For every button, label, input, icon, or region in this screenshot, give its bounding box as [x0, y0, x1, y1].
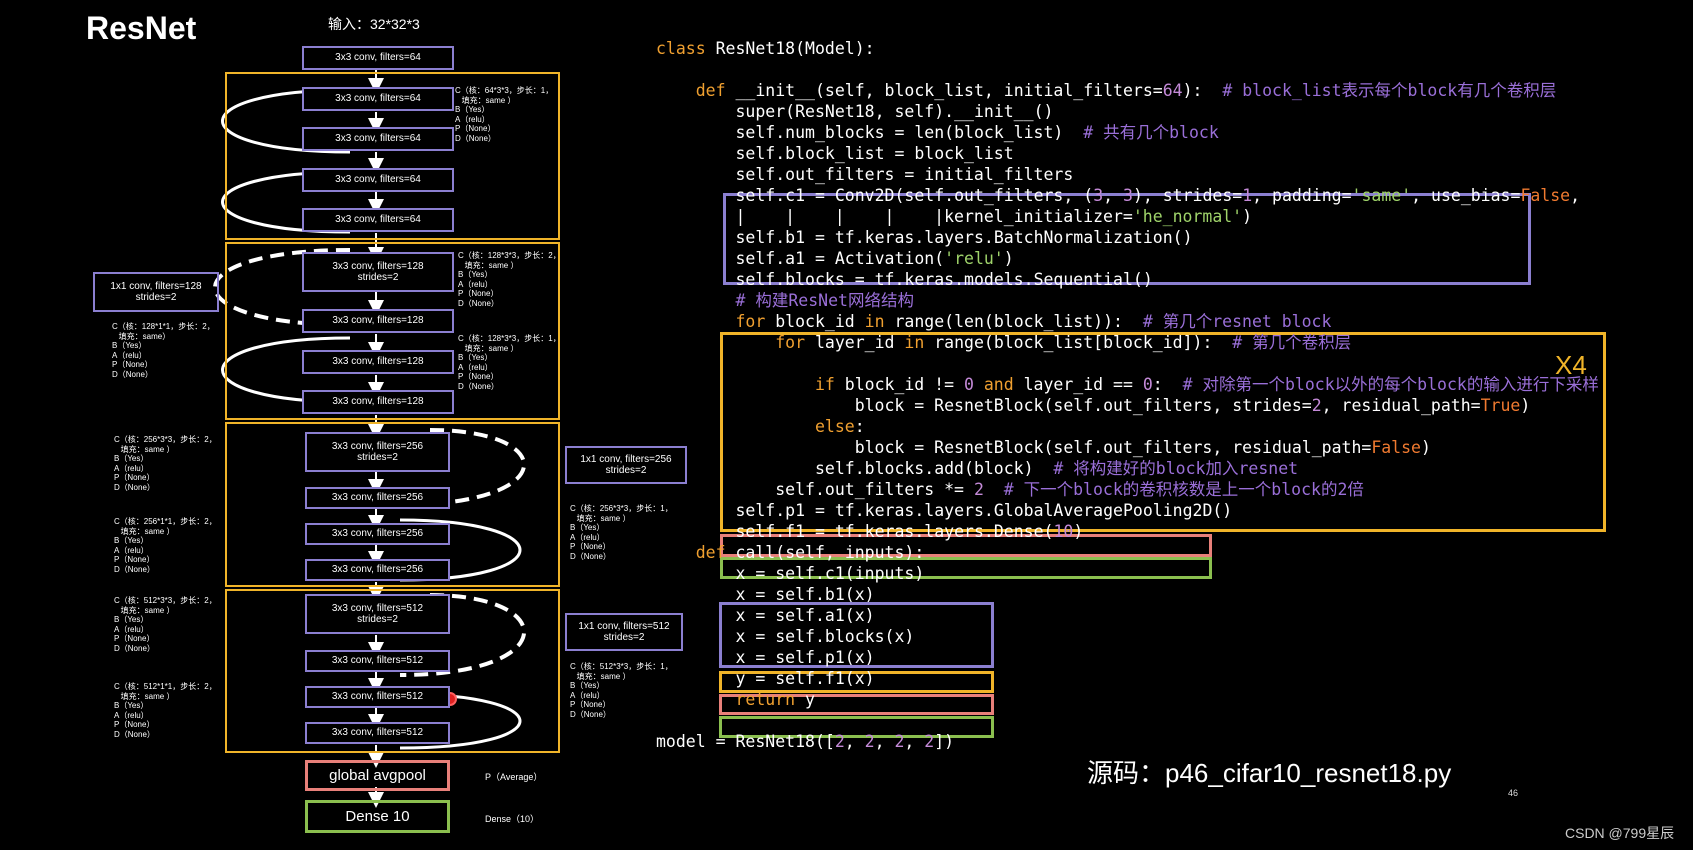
conv-layer: 3x3 conv, filters=512 strides=2 [305, 594, 450, 634]
conv-layer: 3x3 conv, filters=64 [302, 87, 454, 111]
stage-128 [225, 242, 560, 420]
code-line: model = ResNet18([2, 2, 2, 2]) [656, 732, 955, 751]
highlight-dense [720, 557, 1212, 579]
code-line: return y [735, 690, 815, 709]
watermark: CSDN @799星辰 [1565, 825, 1675, 841]
conv-layer: 3x3 conv, filters=512 [305, 650, 450, 672]
conv-layer: 3x3 conv, filters=128 [302, 350, 454, 374]
source-file-label: 源码：p46_cifar10_resnet18.py [1087, 758, 1452, 788]
code-line: # 构建ResNet网络结构 [735, 291, 914, 310]
stage-512 [225, 589, 560, 753]
code-line: self.block_list = block_list [735, 144, 1014, 163]
highlight-call-dense [719, 716, 994, 738]
code-line: x = self.blocks(x) [735, 627, 915, 646]
code-line: self.blocks.add(block) # 将构建好的block加入res… [814, 459, 1299, 478]
dense-note: Dense（10） [485, 814, 540, 824]
conv-layer: 3x3 conv, filters=256 [305, 559, 450, 581]
code-line: super(ResNet18, self).__init__() [735, 102, 1054, 121]
code-line: else: [814, 417, 865, 436]
code-line: self.b1 = tf.keras.layers.BatchNormaliza… [735, 228, 1193, 247]
conv-layer: 3x3 conv, filters=64 [302, 168, 454, 192]
code-line: x = self.b1(x) [735, 585, 875, 604]
code-line: def call(self, inputs): [695, 543, 925, 562]
global-avgpool-layer: global avgpool [305, 760, 450, 791]
shortcut-conv-512: 1x1 conv, filters=512 strides=2 [565, 613, 683, 651]
conv-layer: 3x3 conv, filters=64 [302, 127, 454, 151]
code-line: self.num_blocks = len(block_list) # 共有几个… [735, 123, 1219, 142]
code-line: x = self.c1(inputs) [735, 564, 925, 583]
input-label: 输入：32*32*3 [328, 16, 420, 32]
code-line: self.out_filters = initial_filters [735, 165, 1074, 184]
layer-note: C（核：128*1*1，步长：2， 填充：same） B（Yes） A（relu… [112, 322, 215, 379]
layer-note: C（核：512*3*3，步长：2， 填充：same ） B（Yes） A（rel… [114, 596, 217, 653]
layer-note: C（核：128*3*3，步长：2， 填充：same ） B（Yes） A（rel… [458, 251, 561, 308]
shortcut-conv-128: 1x1 conv, filters=128 strides=2 [93, 272, 219, 312]
highlight-init-conv [723, 193, 1531, 285]
code-line [656, 59, 1599, 80]
conv-layer: 3x3 conv, filters=128 [302, 390, 454, 414]
conv-layer: 3x3 conv, filters=64 [302, 46, 454, 70]
code-line: self.f1 = tf.keras.layers.Dense(10) [735, 522, 1084, 541]
code-line: block = ResnetBlock(self.out_filters, re… [854, 438, 1431, 457]
repeat-label: X4 [1555, 350, 1587, 380]
conv-layer: 3x3 conv, filters=128 [302, 309, 454, 333]
page-number: 46 [1508, 788, 1519, 798]
code-line: self.out_filters *= 2 # 下一个block的卷积核数是上一… [775, 480, 1364, 499]
stage-256 [225, 422, 560, 587]
conv-layer: 3x3 conv, filters=64 [302, 208, 454, 232]
layer-note: C（核：512*3*3，步长：1， 填充：same ） B（Yes） A（rel… [570, 662, 673, 719]
layer-note: C（核：128*3*3，步长：1， 填充：same ） B（Yes） A（rel… [458, 334, 561, 391]
conv-layer: 3x3 conv, filters=512 [305, 686, 450, 708]
highlight-call-conv [719, 602, 994, 668]
code-line: for block_id in range(len(block_list)): … [735, 312, 1332, 331]
highlight-blocks-loop [720, 332, 1606, 532]
code-line: if block_id != 0 and layer_id == 0: # 对除… [814, 375, 1599, 394]
conv-layer: 3x3 conv, filters=128 strides=2 [302, 252, 454, 292]
code-line: for layer_id in range(block_list[block_i… [775, 333, 1352, 352]
layer-note: C（核：256*3*3，步长：2， 填充：same ） B（Yes） A（rel… [114, 435, 217, 492]
pool-note: P（Average） [485, 772, 543, 782]
code-line: y = self.f1(x) [735, 669, 875, 688]
skip-connection [221, 88, 351, 154]
layer-note: C（核：512*1*1，步长：2， 填充：same ） B（Yes） A（rel… [114, 682, 217, 739]
code-line: x = self.p1(x) [735, 648, 875, 667]
conv-layer: 3x3 conv, filters=256 [305, 487, 450, 509]
code-line: self.blocks = tf.keras.models.Sequential… [735, 270, 1153, 289]
highlight-pool [720, 534, 1212, 557]
dense-layer: Dense 10 [305, 800, 450, 833]
code-line [656, 710, 1599, 731]
highlight-call-pool [719, 694, 994, 715]
slide-title: ResNet [86, 10, 197, 46]
conv-layer: 3x3 conv, filters=512 [305, 722, 450, 744]
code-line: self.p1 = tf.keras.layers.GlobalAverageP… [735, 501, 1233, 520]
code-line: x = self.a1(x) [735, 606, 875, 625]
code-line: class ResNet18(Model): [656, 39, 875, 58]
layer-note: C（核：256*3*3，步长：1， 填充：same ） B（Yes） A（rel… [570, 504, 673, 561]
code-line: self.c1 = Conv2D(self.out_filters, (3, 3… [735, 186, 1581, 205]
conv-layer: 3x3 conv, filters=256 [305, 523, 450, 545]
layer-note: C（核：256*1*1，步长：2， 填充：same ） B（Yes） A（rel… [114, 517, 217, 574]
code-line: | | | | |kernel_initializer='he_normal') [656, 207, 1253, 226]
code-line [656, 353, 1599, 374]
shortcut-conv-256: 1x1 conv, filters=256 strides=2 [565, 446, 687, 484]
code-block: class ResNet18(Model): def __init__(self… [656, 38, 1599, 752]
code-line: self.a1 = Activation('relu') [735, 249, 1014, 268]
code-line: def __init__(self, block_list, initial_f… [695, 81, 1557, 100]
stage-64 [225, 72, 560, 240]
code-line: block = ResnetBlock(self.out_filters, st… [854, 396, 1531, 415]
layer-note: C（核：64*3*3，步长：1， 填充：same ） B（Yes） A（relu… [455, 86, 554, 143]
highlight-call-blocks [719, 671, 994, 693]
conv-layer: 3x3 conv, filters=256 strides=2 [305, 432, 450, 472]
